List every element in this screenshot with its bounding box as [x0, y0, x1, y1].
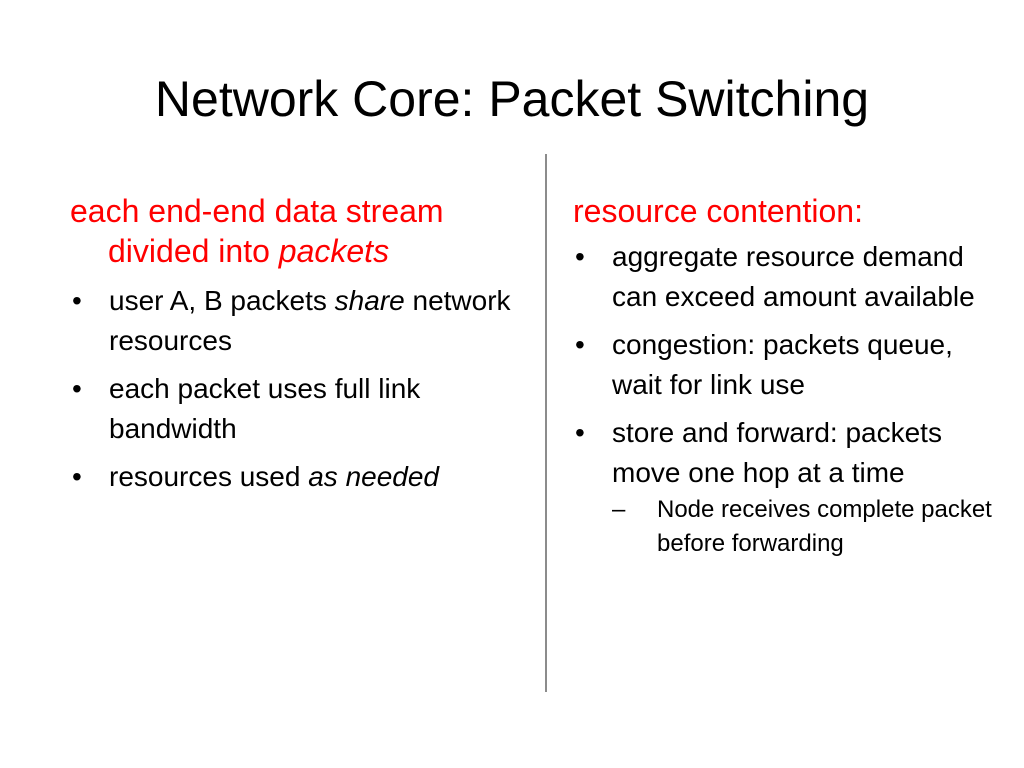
bullet-glyph: •	[72, 461, 82, 492]
list-item: • congestion: packets queue, wait for li…	[573, 325, 993, 405]
left-heading-emphasis: packets	[278, 233, 390, 269]
bullet-glyph: •	[575, 241, 585, 272]
bullet-glyph: •	[575, 329, 585, 360]
list-item: • resources used as needed	[70, 457, 538, 497]
bullet-emphasis: share	[334, 285, 405, 316]
bullet-text: each packet uses full link bandwidth	[109, 373, 421, 444]
bullet-glyph: •	[575, 417, 585, 448]
left-column: each end-end data stream divided into pa…	[70, 191, 538, 505]
dash-glyph: –	[612, 496, 626, 523]
bullet-text: congestion: packets queue, wait for link…	[612, 329, 953, 400]
sub-bullet-list: – Node receives complete packet before f…	[612, 493, 993, 561]
bullet-glyph: •	[72, 373, 82, 404]
bullet-text-after: network resources	[109, 285, 511, 356]
right-heading: resource contention:	[573, 193, 863, 229]
bullet-glyph: •	[72, 285, 82, 316]
list-item: • aggregate resource demand can exceed a…	[573, 237, 993, 317]
column-divider	[545, 154, 547, 692]
left-heading-text: each end-end data stream divided into	[70, 193, 444, 269]
list-item: • store and forward: packets move one ho…	[573, 413, 993, 561]
list-item: • each packet uses full link bandwidth	[70, 369, 538, 449]
sub-list-item: – Node receives complete packet before f…	[612, 493, 993, 561]
bullet-text: aggregate resource demand can exceed amo…	[612, 241, 975, 312]
bullet-text: resources used	[109, 461, 309, 492]
bullet-emphasis: as needed	[308, 461, 440, 492]
left-bullet-list: • user A, B packets share network resour…	[70, 281, 538, 497]
bullet-text: user A, B packets	[109, 285, 335, 316]
left-heading: each end-end data stream divided into pa…	[70, 191, 538, 271]
right-bullet-list: • aggregate resource demand can exceed a…	[573, 237, 993, 561]
sub-bullet-text: Node receives complete packet before for…	[657, 496, 992, 557]
slide-title: Network Core: Packet Switching	[154, 71, 870, 127]
list-item: • user A, B packets share network resour…	[70, 281, 538, 361]
right-column: resource contention: • aggregate resourc…	[573, 191, 993, 569]
bullet-text: store and forward: packets move one hop …	[612, 417, 942, 488]
